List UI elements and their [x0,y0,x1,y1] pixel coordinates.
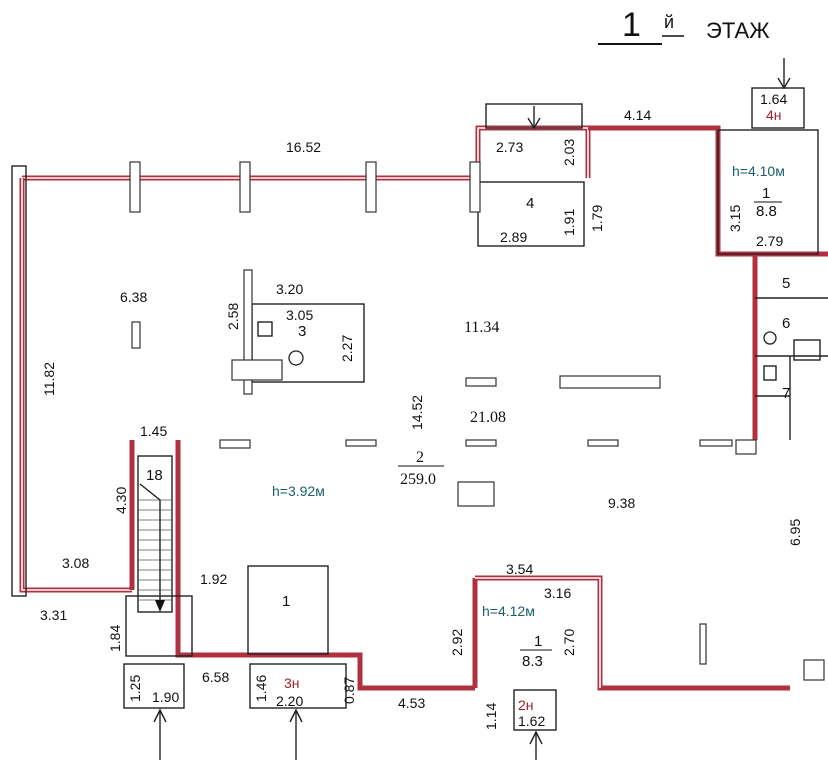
room-1-top-area: 8.8 [756,203,777,220]
room-1-top-number: 1 [762,185,770,202]
dim-1-91: 1.91 [561,209,577,236]
floor-title: 1 й ЭТАЖ [598,6,770,45]
dim-1-14: 1.14 [483,703,499,730]
dim-3-20: 3.20 [276,281,303,297]
columns [129,161,825,681]
floor-label: ЭТАЖ [706,18,770,43]
dim-3-31: 3.31 [40,607,67,623]
dim-3-54: 3.54 [506,561,533,577]
dim-1-79: 1.79 [589,205,605,232]
dim-16-52: 16.52 [286,139,321,155]
dim-14-52: 14.52 [409,395,425,430]
dim-2-89: 2.89 [500,229,527,245]
room-1-bottom-number: 1 [534,633,542,650]
dim-2-79: 2.79 [756,233,783,249]
room-5-number: 5 [782,275,790,292]
dim-11-82: 11.82 [41,362,57,396]
dim-2-20: 2.20 [276,693,303,709]
room-2-number: 2 [416,449,424,466]
floor-number: 1 [622,6,641,44]
dim-3-05: 3.05 [286,307,313,323]
entrance-labels: 2н 3н 4н [284,107,782,713]
entrance-2n: 2н [518,697,534,713]
room-1-left-number: 1 [282,593,290,610]
fixtures [257,321,821,381]
room-4-number: 4 [526,195,534,212]
dim-2-27: 2.27 [339,335,355,362]
entrance-arrows [153,58,791,760]
room-2-height: h=3.92м [272,483,325,499]
dim-3-15: 3.15 [727,205,743,232]
dim-2-58: 2.58 [225,303,241,330]
staircase [137,455,173,613]
dim-6-95: 6.95 [787,519,803,546]
dim-1-62: 1.62 [518,713,545,729]
dimensions-vertical: 2.03 1.91 1.79 3.15 2.58 2.27 11.82 14.5… [41,139,803,730]
room-2-area: 259.0 [400,471,436,488]
dim-2-73: 2.73 [496,139,523,155]
room-1-top-height: h=4.10м [732,163,785,179]
wall-outlines [11,87,828,731]
dim-1-84: 1.84 [107,625,123,652]
dim-1-92: 1.92 [200,571,227,587]
entrance-4n: 4н [766,107,782,123]
dim-1-46: 1.46 [253,675,269,702]
dim-1-25: 1.25 [127,675,143,702]
floor-suffix: й [664,12,674,32]
dim-2-70: 2.70 [561,629,577,656]
dimensions-horizontal: 16.52 4.14 1.64 2.73 2.89 2.79 6.38 3.20… [40,91,787,729]
dim-6-58: 6.58 [202,669,229,685]
dim-1-90: 1.90 [152,689,179,705]
room-6-number: 6 [782,315,790,332]
dim-4-14: 4.14 [624,107,651,123]
room-labels: 2 259.0 h=3.92м 1 h=4.12м 1 8.3 h=4.10м … [146,163,790,670]
dim-4-30: 4.30 [113,487,129,514]
dim-2-92: 2.92 [449,629,465,656]
dim-21-08: 21.08 [470,409,506,426]
room-18-number: 18 [146,467,163,484]
dim-2-03: 2.03 [561,139,577,166]
dim-0-87: 0.87 [341,677,357,704]
dim-1-45: 1.45 [140,423,167,439]
dim-1-64: 1.64 [760,91,787,107]
room-3-number: 3 [298,323,306,340]
room-1-bottom-height: h=4.12м [482,603,535,619]
dim-11-34: 11.34 [464,319,499,336]
room-1-bottom-area: 8.3 [522,653,543,670]
entrance-3n: 3н [284,675,300,691]
dim-6-38: 6.38 [120,289,147,305]
dim-3-16: 3.16 [544,585,571,601]
room-7-number: 7 [782,385,790,402]
dim-3-08: 3.08 [62,555,89,571]
dim-4-53: 4.53 [398,695,425,711]
outer-walls [19,125,828,691]
dim-9-38: 9.38 [608,495,635,511]
